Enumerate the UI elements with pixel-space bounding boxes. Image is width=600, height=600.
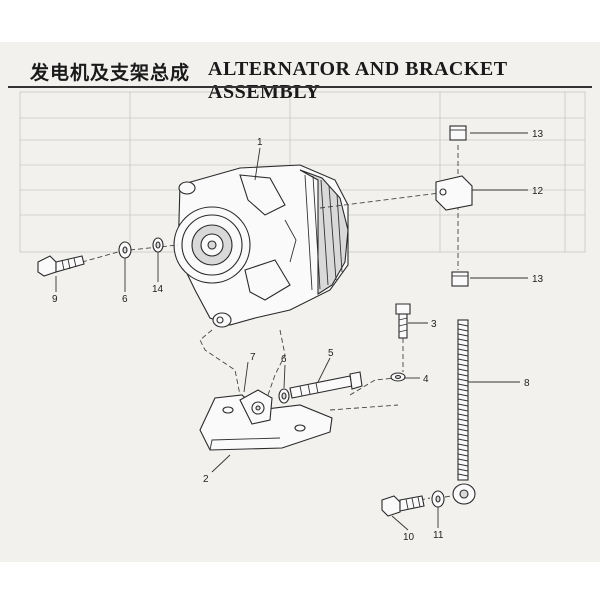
callout-3: 3 — [431, 319, 437, 330]
rod-thread-mark — [457, 453, 469, 457]
callout-11: 11 — [433, 530, 444, 541]
rod-thread-mark — [457, 363, 469, 367]
rod-thread-mark — [457, 348, 469, 352]
rod-thread-mark — [457, 448, 469, 452]
rod-thread-mark — [457, 383, 469, 387]
cooling-fins — [304, 174, 343, 291]
callout-13-upper: 13 — [532, 129, 544, 140]
rod-thread-mark — [457, 443, 469, 447]
rod-thread-mark — [457, 408, 469, 412]
rod-thread-mark — [457, 353, 469, 357]
callout-6-left: 6 — [122, 294, 128, 305]
bolt-10 — [381, 495, 425, 517]
callout-6-middle: 6 — [281, 354, 287, 365]
assembly-lines — [81, 145, 459, 501]
rod-thread-mark — [457, 343, 469, 347]
bracket-2 — [199, 389, 333, 451]
adjust-block-12 — [435, 175, 473, 211]
rod-thread-mark — [457, 333, 469, 337]
callout-4: 4 — [423, 374, 429, 385]
rod-thread-mark — [457, 423, 469, 427]
rod-thread-mark — [457, 433, 469, 437]
rod-thread-mark — [457, 373, 469, 377]
rod-thread-mark — [457, 403, 469, 407]
rod-thread-mark — [457, 323, 469, 327]
rod-thread-mark — [457, 428, 469, 432]
rod-thread-mark — [457, 338, 469, 342]
washer-11 — [431, 490, 445, 508]
bolt-9 — [37, 255, 85, 277]
spring-washer-14 — [152, 237, 164, 253]
leader-lines — [55, 132, 528, 531]
rod-thread-mark — [457, 438, 469, 442]
rod-thread-mark — [457, 468, 469, 472]
callout-13-lower: 13 — [532, 274, 544, 285]
title-english: ALTERNATOR AND BRACKET ASSEMBLY — [208, 58, 508, 103]
callout-14: 14 — [152, 284, 164, 295]
rod-thread-mark — [457, 398, 469, 402]
threaded-rod-8 — [452, 319, 476, 505]
title-underline — [8, 86, 592, 88]
long-bolt-5 — [289, 371, 363, 399]
rod-thread-mark — [457, 463, 469, 467]
nut-13-lower — [451, 271, 469, 287]
rod-thread-mark — [457, 388, 469, 392]
title-row: 发电机及支架总成 ALTERNATOR AND BRACKET ASSEMBLY — [8, 56, 592, 103]
rod-thread-mark — [457, 418, 469, 422]
rod-thread-mark — [457, 393, 469, 397]
rod-thread-mark — [457, 358, 469, 362]
rod-thread-mark — [457, 378, 469, 382]
nut-13-upper — [449, 125, 467, 141]
washer-6-middle — [278, 388, 290, 404]
alternator — [173, 164, 349, 328]
rod-thread-mark — [457, 368, 469, 372]
callout-2: 2 — [203, 474, 209, 485]
rod-thread-mark — [457, 413, 469, 417]
callout-9: 9 — [52, 294, 58, 305]
callout-1: 1 — [257, 137, 263, 148]
washer-4 — [390, 372, 406, 382]
callout-12: 12 — [532, 186, 544, 197]
rod-thread-mark — [457, 473, 469, 477]
callout-7: 7 — [250, 352, 256, 363]
callout-10: 10 — [403, 532, 415, 543]
rod-thread-mark — [457, 458, 469, 462]
title-chinese: 发电机及支架总成 — [30, 62, 191, 84]
washer-6-left — [118, 241, 132, 259]
callout-8: 8 — [524, 378, 530, 389]
callout-5: 5 — [328, 348, 334, 359]
callout-labels: 1 2 3 4 5 6 6 7 8 9 10 11 12 13 13 14 — [52, 129, 544, 543]
bolt-3 — [395, 303, 411, 339]
rod-thread-mark — [457, 328, 469, 332]
